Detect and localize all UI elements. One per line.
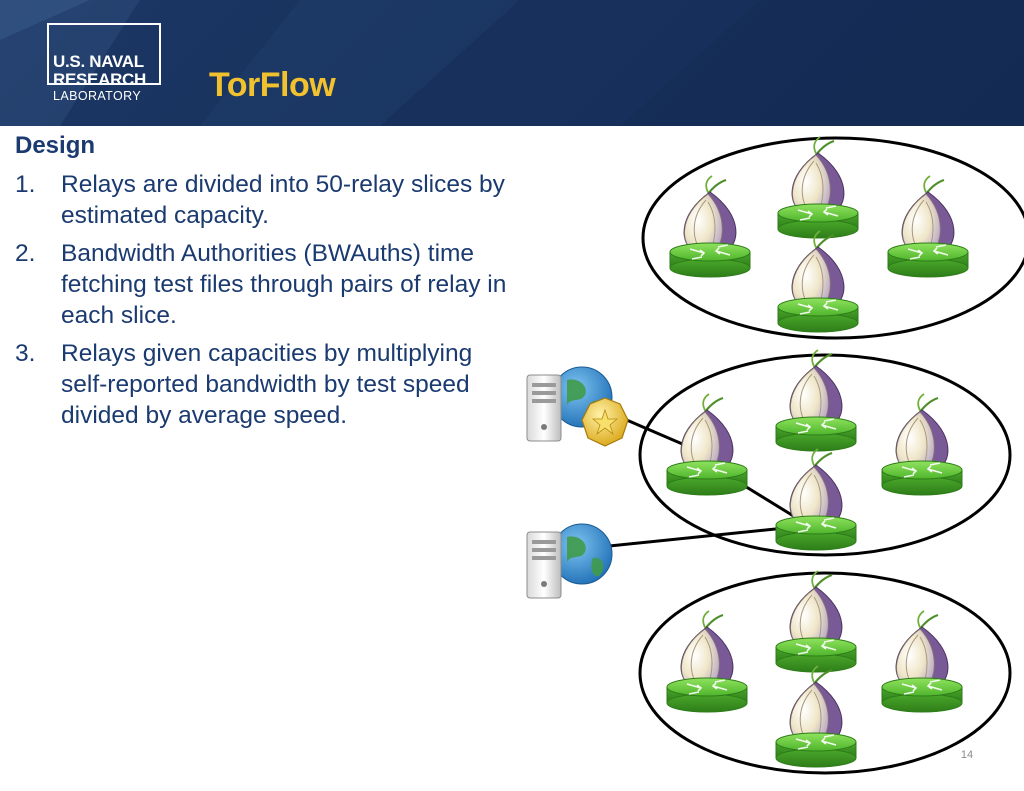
design-steps-list: 1. Relays are divided into 50-relay slic… [15, 169, 515, 431]
relay-slice-ellipse [641, 136, 1024, 340]
header-background [0, 0, 760, 126]
onion-router-icon [775, 665, 857, 768]
onion-router-icon [887, 175, 969, 278]
list-item: 2. Bandwidth Authorities (BWAuths) time … [15, 238, 515, 331]
nrl-logo-line2: RESEARCH [53, 70, 147, 89]
onion-router-icon [777, 230, 859, 333]
nrl-logo-frame [47, 23, 161, 85]
section-heading: Design [15, 132, 96, 159]
badge-icon [581, 397, 629, 447]
list-item: 1. Relays are divided into 50-relay slic… [15, 169, 515, 231]
list-item-number: 2. [15, 240, 36, 267]
slide-title: TorFlow [209, 66, 336, 104]
onion-router-icon [775, 448, 857, 551]
onion-router-icon [666, 610, 748, 713]
relay-slice-ellipse [638, 353, 1012, 557]
onion-router-icon [775, 570, 857, 673]
onion-router-icon [775, 349, 857, 452]
onion-router-icon [669, 175, 751, 278]
list-item-text: Relays are divided into 50-relay slices … [61, 171, 505, 229]
header-banner: U.S. NAVAL RESEARCH LABORATORY TorFlow [0, 0, 1024, 126]
onion-router-icon [881, 610, 963, 713]
connection-line [589, 525, 796, 550]
content-area: Design 1. Relays are divided into 50-rel… [15, 130, 515, 431]
nrl-logo-line3: LABORATORY [53, 89, 142, 103]
onion-router-icon [777, 136, 859, 239]
relay-slice-ellipse [638, 571, 1012, 775]
file-server-icon [526, 523, 613, 599]
list-item-number: 3. [15, 340, 36, 367]
list-item: 3. Relays given capacities by multiplyin… [15, 338, 515, 431]
list-item-text: Bandwidth Authorities (BWAuths) time fet… [61, 240, 507, 329]
page-number: 14 [961, 749, 973, 761]
onion-router-icon [881, 393, 963, 496]
list-item-number: 1. [15, 171, 36, 198]
list-item-text: Relays given capacities by multiplying s… [61, 340, 473, 429]
onion-router-icon [666, 393, 748, 496]
bwauth-server-icon [526, 366, 613, 442]
nrl-logo-line1: U.S. NAVAL [53, 52, 144, 71]
